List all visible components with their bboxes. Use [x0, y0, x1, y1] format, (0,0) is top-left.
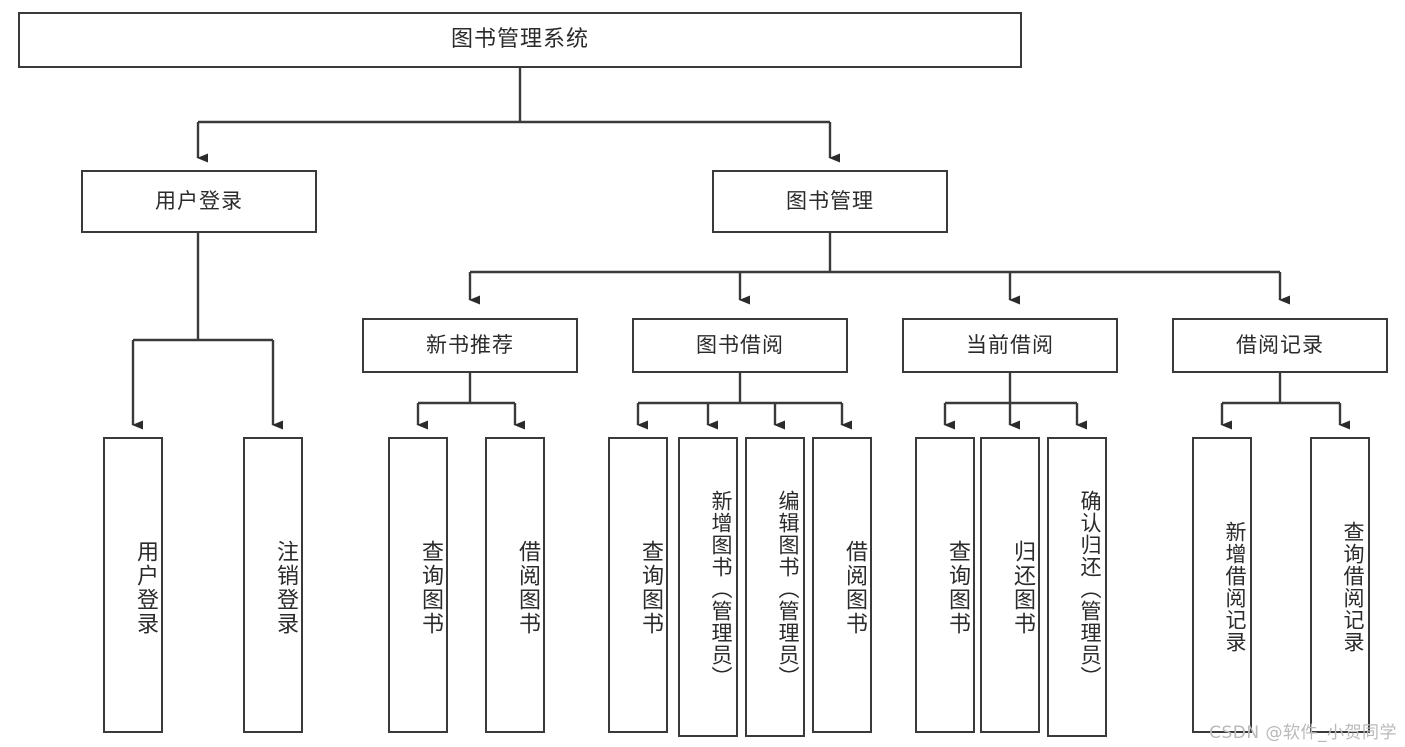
node-book-management[interactable]: 图书管理 — [712, 170, 948, 233]
watermark-text: CSDN @软件_小贺同学 — [1209, 723, 1397, 743]
node-label: 借阅图书 — [515, 540, 540, 636]
node-current-borrow[interactable]: 当前借阅 — [902, 318, 1118, 373]
leaf-query-book-borrow[interactable]: 查询图书 — [608, 437, 668, 733]
leaf-edit-book-admin[interactable]: 编辑图书（管理员） — [745, 437, 805, 737]
node-root-system[interactable]: 图书管理系统 — [18, 12, 1022, 68]
node-label: 图书借阅 — [696, 332, 784, 357]
node-label: 确认归还（管理员） — [1078, 490, 1102, 688]
node-label: 查询图书 — [638, 540, 663, 636]
node-book-borrow[interactable]: 图书借阅 — [632, 318, 848, 373]
node-label: 归还图书 — [1010, 540, 1035, 636]
node-label: 注销登录 — [273, 540, 298, 636]
leaf-query-book-current[interactable]: 查询图书 — [915, 437, 975, 733]
node-label: 查询借阅记录 — [1341, 521, 1365, 653]
node-label: 编辑图书（管理员） — [776, 490, 800, 688]
node-label: 图书管理 — [786, 188, 874, 213]
node-label: 新增借阅记录 — [1223, 521, 1247, 653]
node-label: 新增图书（管理员） — [709, 490, 733, 688]
leaf-add-book-admin[interactable]: 新增图书（管理员） — [678, 437, 738, 737]
leaf-query-borrow-record[interactable]: 查询借阅记录 — [1310, 437, 1370, 733]
node-label: 图书管理系统 — [450, 26, 589, 52]
leaf-add-borrow-record[interactable]: 新增借阅记录 — [1192, 437, 1252, 733]
leaf-query-book-recommend[interactable]: 查询图书 — [388, 437, 448, 733]
node-label: 借阅图书 — [842, 540, 867, 636]
node-label: 查询图书 — [945, 540, 970, 636]
node-label: 用户登录 — [155, 188, 243, 213]
node-label: 当前借阅 — [966, 332, 1054, 357]
node-label: 查询图书 — [418, 540, 443, 636]
leaf-logout-login[interactable]: 注销登录 — [243, 437, 303, 733]
node-new-book-recommend[interactable]: 新书推荐 — [362, 318, 578, 373]
leaf-return-book[interactable]: 归还图书 — [980, 437, 1040, 733]
node-label: 新书推荐 — [426, 332, 514, 357]
leaf-borrow-book-recommend[interactable]: 借阅图书 — [485, 437, 545, 733]
node-user-login[interactable]: 用户登录 — [81, 170, 317, 233]
node-borrow-record[interactable]: 借阅记录 — [1172, 318, 1388, 373]
leaf-borrow-book[interactable]: 借阅图书 — [812, 437, 872, 733]
node-label: 借阅记录 — [1236, 332, 1324, 357]
node-label: 用户登录 — [133, 540, 158, 636]
leaf-confirm-return-admin[interactable]: 确认归还（管理员） — [1047, 437, 1107, 737]
leaf-user-login[interactable]: 用户登录 — [103, 437, 163, 733]
